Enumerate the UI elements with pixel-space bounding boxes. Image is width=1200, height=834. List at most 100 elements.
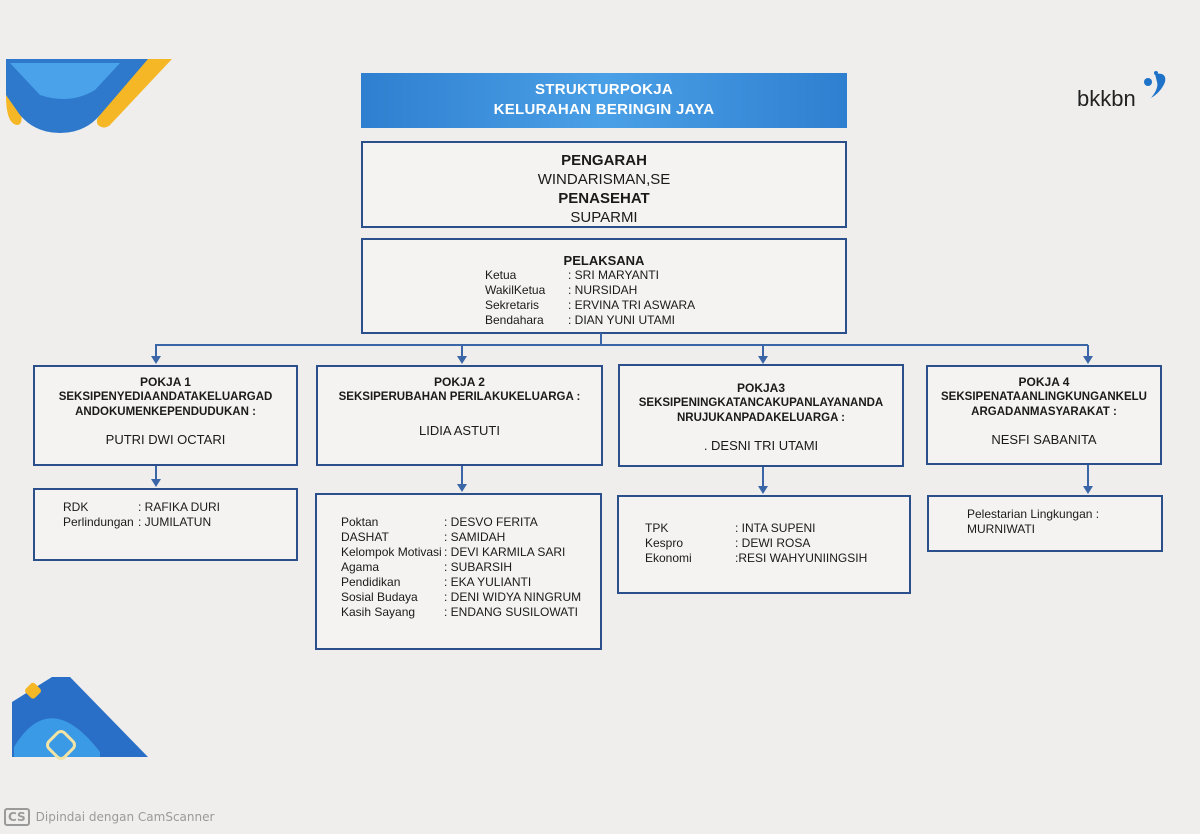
- member-row: TPK : INTA SUPENI: [645, 521, 905, 536]
- pelaksana-row: Sekretaris: ERVINA TRI ASWARA: [485, 298, 845, 313]
- pokja-title: POKJA3: [736, 381, 786, 395]
- role-label: WakilKetua: [485, 283, 546, 297]
- member-name: : JUMILATUN: [138, 515, 212, 529]
- arrow-down-icon: [151, 479, 161, 487]
- member-row: Ekonomi :RESI WAHYUNIINGSIH: [645, 551, 905, 566]
- member-row: Pendidikan : EKA YULIANTI: [341, 575, 596, 590]
- pokja-2-box: POKJA 2 SEKSIPERUBAHAN PERILAKUKELUARGA …: [316, 365, 603, 466]
- member-name: : DEWI ROSA: [735, 536, 811, 550]
- corner-decoration-top: [6, 59, 172, 133]
- connector: [1087, 465, 1089, 487]
- member-role: DASHAT: [341, 530, 389, 544]
- pengarah-label: PENGARAH: [561, 152, 647, 169]
- chart-title: STRUKTURPOKJA KELURAHAN BERINGIN JAYA: [361, 73, 847, 128]
- pokja-4-members-box: Pelestarian Lingkungan :MURNIWATI: [927, 495, 1163, 552]
- member-role: Kelompok Motivasi: [341, 545, 442, 559]
- pengarah-box: PENGARAH WINDARISMAN,SE PENASEHAT SUPARM…: [361, 141, 847, 228]
- arrow-down-icon: [1083, 486, 1093, 494]
- member-role: Sosial Budaya: [341, 590, 418, 604]
- member-name: :RESI WAHYUNIINGSIH: [735, 551, 868, 565]
- connector: [1087, 345, 1089, 357]
- member-name: : RAFIKA DURI: [138, 500, 221, 514]
- pelaksana-row: Bendahara : DIAN YUNI UTAMI: [485, 313, 845, 328]
- arrow-down-icon: [457, 356, 467, 364]
- title-line-1: STRUKTURPOKJA: [534, 81, 674, 98]
- member-name: : ENDANG SUSILOWATI: [444, 605, 579, 619]
- arrow-down-icon: [1083, 356, 1093, 364]
- member-row: Kelompok Motivasi: DEVI KARMILA SARI: [341, 545, 596, 560]
- member-row: RDK : RAFIKA DURI: [63, 500, 292, 515]
- role-name: : ERVINA TRI ASWARA: [568, 298, 696, 312]
- arrow-down-icon: [151, 356, 161, 364]
- pokja-section: SEKSIPENYEDIAANDATAKELUARGAD ANDOKUMENKE…: [58, 391, 273, 418]
- camscanner-text: Dipindai dengan CamScanner: [35, 810, 215, 824]
- logo-mark-icon: [1144, 71, 1166, 98]
- pokja-4-box: POKJA 4 SEKSIPENATAANLINGKUNGANKELU ARGA…: [926, 365, 1162, 465]
- pokja-head: LIDIA ASTUTI: [419, 423, 500, 438]
- member-row: Kasih Sayang : ENDANG SUSILOWATI: [341, 605, 596, 620]
- member-row: Perlindungan : JUMILATUN: [63, 515, 292, 530]
- pelaksana-box: PELAKSANA Ketua : SRI MARYANTI WakilKetua:…: [361, 238, 847, 334]
- logo-text: bkkbn: [1077, 86, 1136, 111]
- role-label: Ketua: [485, 268, 517, 282]
- member-role: Kespro: [645, 536, 684, 550]
- member-row: Poktan: DESVO FERITA: [341, 515, 596, 530]
- member-row: DASHAT : SAMIDAH: [341, 530, 596, 545]
- pokja-section: SEKSIPERUBAHAN PERILAKUKELUARGA :: [338, 391, 581, 403]
- member-role: Pendidikan: [341, 575, 401, 589]
- role-name: : SRI MARYANTI: [568, 268, 659, 282]
- member-name: : INTA SUPENI: [735, 521, 816, 535]
- pelaksana-row: Ketua : SRI MARYANTI: [485, 268, 845, 283]
- bkkbn-logo: bkkbn: [1077, 71, 1166, 112]
- arrow-down-icon: [758, 356, 768, 364]
- role-name: : NURSIDAH: [568, 283, 638, 297]
- pokja-title: POKJA 1: [140, 375, 191, 389]
- penasehat-label: PENASEHAT: [558, 190, 650, 207]
- role-name: : DIAN YUNI UTAMI: [568, 313, 675, 327]
- member-row: Agama : SUBARSIH: [341, 560, 596, 575]
- member-row: Pelestarian Lingkungan :MURNIWATI: [967, 507, 1157, 537]
- pokja-3-box: POKJA3 SEKSIPENINGKATANCAKUPANLAYANANDA …: [618, 364, 904, 467]
- pokja-title: POKJA 2: [434, 375, 485, 389]
- member-role: Pelestarian Lingkungan :: [967, 507, 1100, 521]
- connector: [155, 345, 157, 357]
- pokja-head: NESFI SABANITA: [991, 432, 1097, 447]
- pokja-section: SEKSIPENATAANLINGKUNGANKELU ARGADANMASYA…: [941, 391, 1147, 418]
- member-role: RDK: [63, 500, 89, 514]
- member-role: TPK: [645, 521, 669, 535]
- pelaksana-label: PELAKSANA: [563, 253, 645, 268]
- connector: [155, 466, 157, 480]
- member-name: : SUBARSIH: [444, 560, 513, 574]
- member-row: Sosial Budaya : DENI WIDYA NINGRUM: [341, 590, 596, 605]
- pokja-title: POKJA 4: [1018, 375, 1070, 389]
- penasehat-name: SUPARMI: [570, 209, 638, 226]
- member-role: Perlindungan: [63, 515, 134, 529]
- member-role: Ekonomi: [645, 551, 692, 565]
- connector: [600, 333, 602, 345]
- title-line-2: KELURAHAN BERINGIN JAYA: [493, 101, 715, 118]
- member-role: Agama: [341, 560, 380, 574]
- pokja-1-box: POKJA 1 SEKSIPENYEDIAANDATAKELUARGAD AND…: [33, 365, 298, 466]
- pelaksana-row: WakilKetua : NURSIDAH: [485, 283, 845, 298]
- member-name: : DEVI KARMILA SARI: [444, 545, 566, 559]
- pokja-1-members-box: RDK : RAFIKA DURI Perlindungan : JUMILATUN: [33, 488, 298, 561]
- connector: [155, 344, 1088, 346]
- connector: [762, 345, 764, 357]
- member-role: Poktan: [341, 515, 379, 529]
- connector: [461, 466, 463, 485]
- camscanner-footer: CS Dipindai dengan CamScanner: [4, 808, 214, 826]
- member-name: : DENI WIDYA NINGRUM: [444, 590, 582, 604]
- member-name: MURNIWATI: [967, 522, 1035, 536]
- member-name: : EKA YULIANTI: [444, 575, 532, 589]
- connector: [762, 467, 764, 487]
- pokja-head: . DESNI TRI UTAMI: [703, 438, 819, 453]
- member-name: : SAMIDAH: [444, 530, 506, 544]
- member-row: Kespro : DEWI ROSA: [645, 536, 905, 551]
- member-role: Kasih Sayang: [341, 605, 416, 619]
- role-label: Bendahara: [485, 313, 544, 327]
- arrow-down-icon: [758, 486, 768, 494]
- connector: [461, 345, 463, 357]
- corner-decoration-bottom: [12, 677, 148, 760]
